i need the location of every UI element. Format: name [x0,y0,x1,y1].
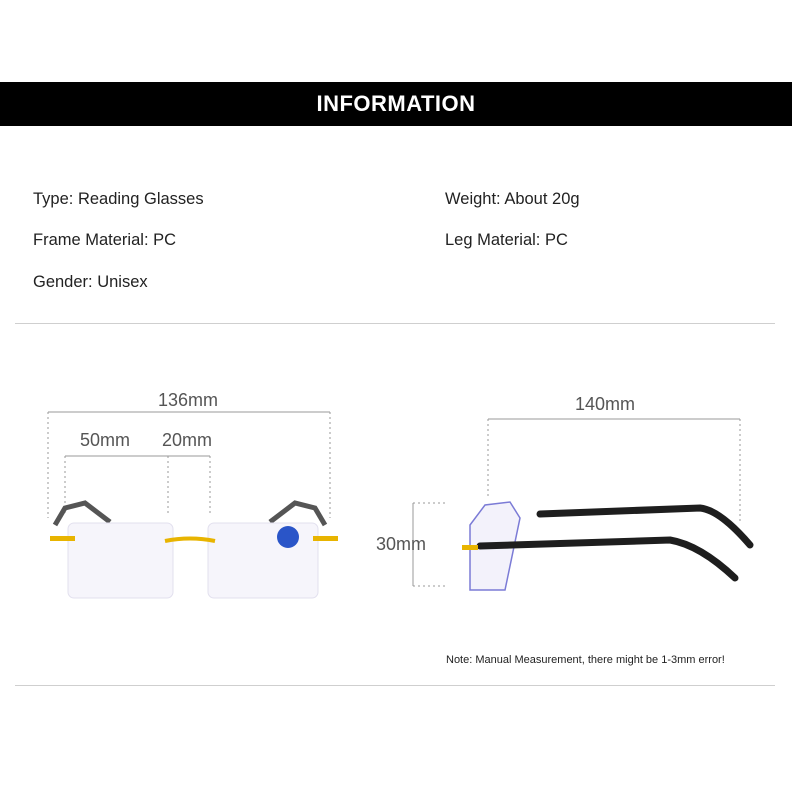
side-view-glasses [462,501,754,591]
dim-temple-length: 140mm [575,394,636,414]
spec-frame-material: Frame Material: PC [33,231,177,249]
divider-bottom [15,685,775,686]
spec-weight: Weight: About 20g [445,190,580,208]
spec-type: Type: Reading Glasses [33,190,204,208]
banner-title: INFORMATION [316,91,476,116]
dim-lens-width: 50mm [80,430,131,450]
spec-leg-material: Leg Material: PC [445,231,568,249]
divider-top [15,323,775,324]
measurement-note: Note: Manual Measurement, there might be… [446,654,725,666]
front-view-glasses [50,500,338,599]
dim-total-width: 136mm [158,390,219,410]
information-banner: INFORMATION [0,82,792,126]
dim-lens-height: 30mm [376,534,427,554]
spec-gender: Gender: Unisex [33,273,148,291]
dim-bridge-width: 20mm [162,430,213,450]
